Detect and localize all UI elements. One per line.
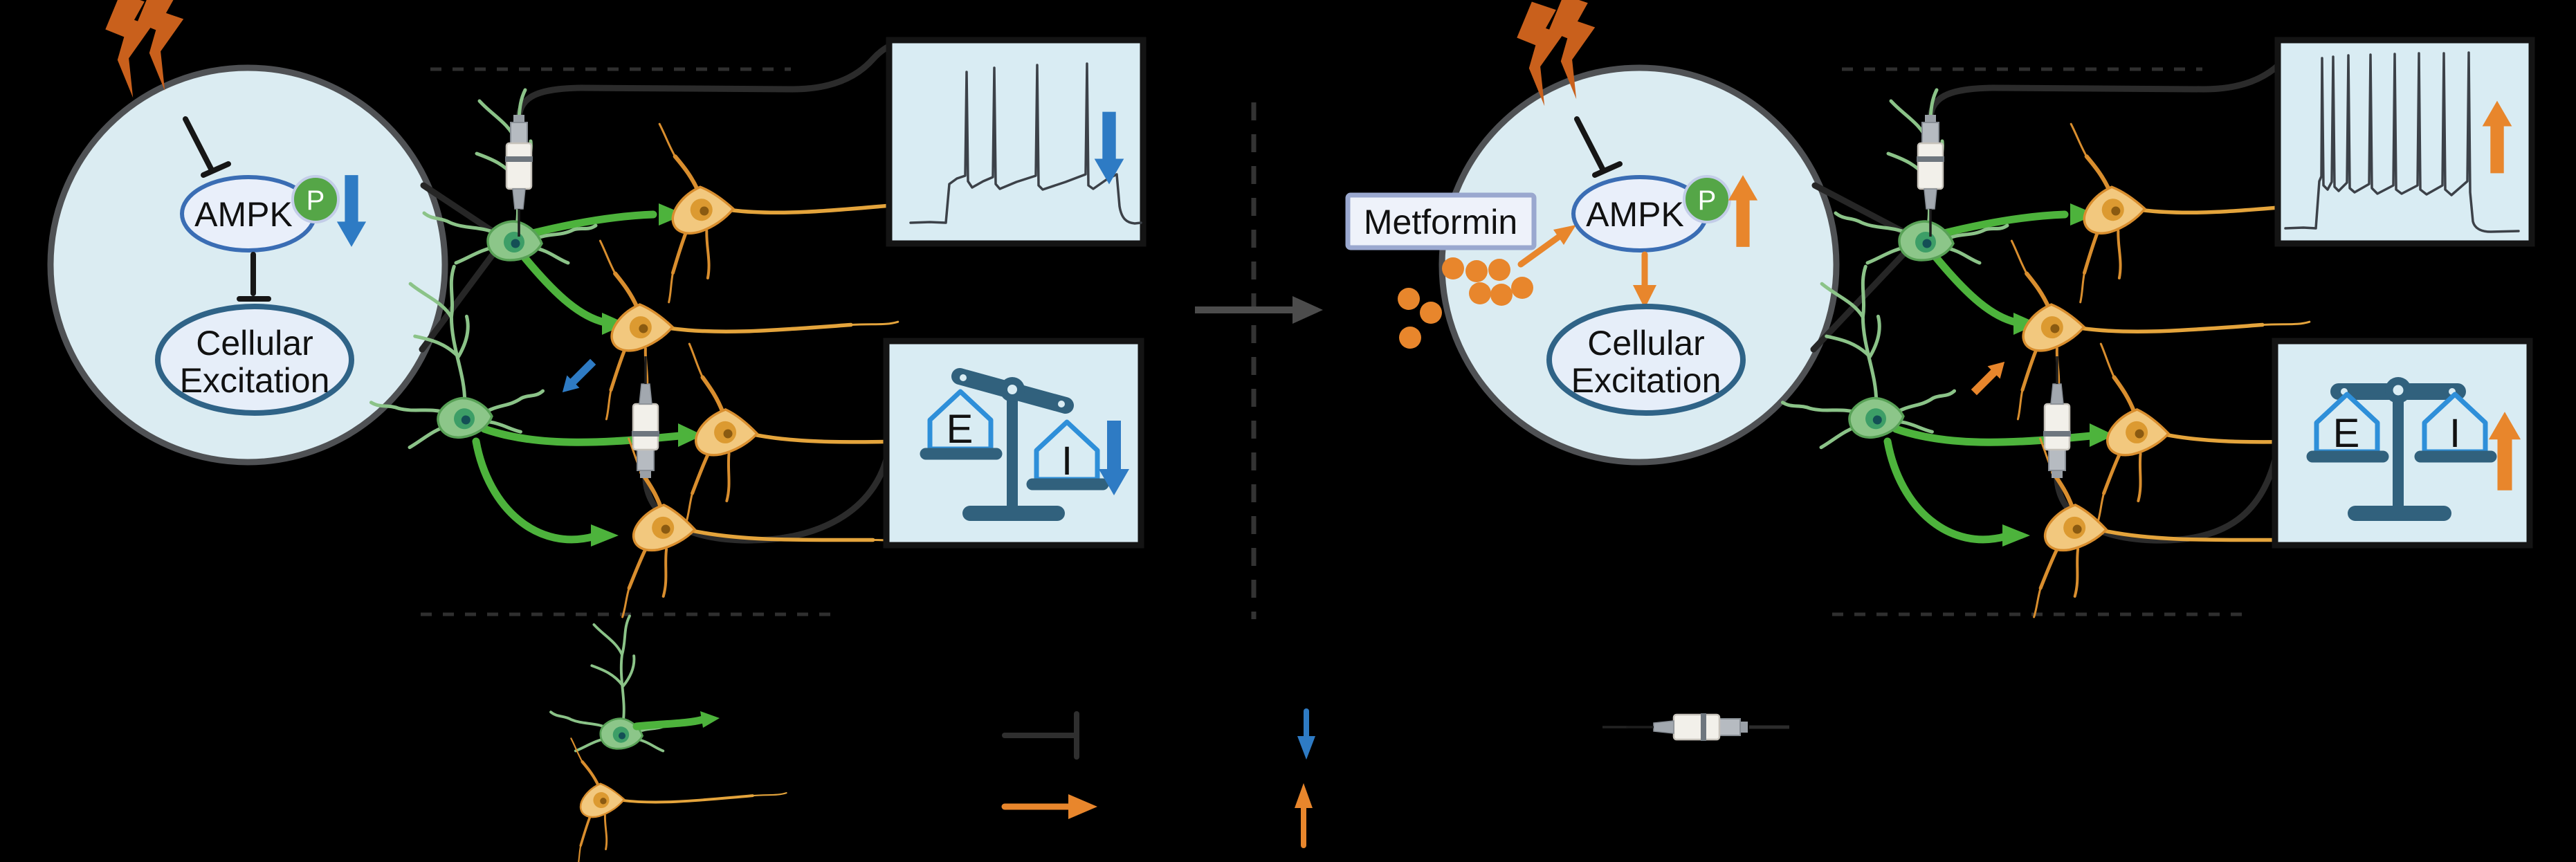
panel-right: Metformin AMPK P Cellular Excitation [1345,0,2535,627]
circuit-left [354,39,985,627]
panel-left: AMPK P Cellular Excitation [47,0,1147,627]
synapse-terminal [2090,423,2114,447]
inhibition-tbar-stress-to-ampk [183,116,231,178]
cell-signaling-inset-left: AMPK P Cellular Excitation [47,0,448,466]
balance-pivot-hole [1007,385,1017,394]
inhibitory-axon [520,253,609,327]
increased-inhibition-arrow-icon [1967,355,2011,399]
legend-pyramidal-icon [571,727,789,862]
synapse-terminal [602,313,627,335]
beam-hole [1058,401,1065,407]
magnifier-callout-line [419,246,500,353]
beam-hole [960,374,967,381]
patch-electrode [1915,113,1946,238]
balance-box-right: E I [2272,338,2533,549]
phospho-badge [291,175,340,223]
trace-box-frame [886,37,1147,247]
inhibition-tbar-ampk-to-excitation [237,252,271,302]
synapse-terminal [659,203,685,226]
activation-arrow-metformin-to-ampk [1517,225,1576,268]
inhibition-letter: I [1061,439,1072,484]
inhibition-tbar-stress-to-ampk [1574,116,1623,178]
excitation-letter: E [947,407,974,452]
synapse-terminal [2070,203,2097,226]
cellular-excitation-line2: Excitation [1571,361,1721,400]
cellular-excitation-node [1546,304,1746,416]
firing-trace [2284,51,2520,233]
transition-divider [1195,102,1323,619]
magnifier-callout-line [1811,182,1915,239]
patch-electrode [504,113,534,238]
cellular-excitation-line1: Cellular [196,324,313,363]
magnifier-callout-line [420,182,503,239]
pyramidal-neuron [623,439,924,627]
legend-increase-arrow-icon [1295,783,1313,848]
recording-cable [1927,39,2312,128]
phospho-label: P [307,185,325,216]
legend-activation-arrow-icon [1001,794,1097,819]
recording-cable [515,39,900,128]
legend-interneuron-icon [549,614,720,753]
synapse-terminal [2013,313,2038,335]
legend-electrode-icon [1602,712,1789,742]
cell-signaling-inset-right: Metformin AMPK P Cellular Excitation [1345,0,1840,466]
trace-box-right [2274,37,2535,247]
cellular-excitation-line1: Cellular [1587,324,1705,363]
transition-arrow-head [1292,296,1323,324]
cellular-excitation-node [155,304,354,416]
metformin-label: Metformin [1364,203,1517,241]
firing-trace [909,62,1142,225]
activation-arrow-ampk-to-excitation [1633,251,1656,309]
inhibitory-axon [1883,437,2011,544]
reduced-inhibition-arrow-icon [556,355,600,399]
metformin-molecules [1398,257,1533,349]
legend-decrease-arrow-icon [1297,708,1315,760]
synapse-terminal [2002,524,2030,547]
phospho-label: P [1698,185,1717,216]
balance-box-left: E I [883,338,1144,549]
inhibition-letter: I [2449,411,2460,456]
cellular-excitation-line2: Excitation [180,361,330,400]
inhibitory-axon [526,210,657,238]
magnifier-callout-line [1810,246,1912,353]
ampk-label: AMPK [194,195,293,234]
inhibitory-axon [1932,253,2020,327]
trace-box-frame [2274,37,2535,247]
legend [549,614,1789,862]
metformin-box [1345,192,1537,250]
inhibitory-axon [472,437,599,544]
synapse-terminal [591,524,619,547]
legend-inhibition-tbar-icon [1002,711,1079,760]
inhibitory-axon [1937,210,2069,238]
synapse-terminal [678,423,703,447]
trace-box-left [886,37,1147,247]
ampk-label: AMPK [1586,195,1684,234]
recording-cable [2054,448,2281,544]
excitation-letter: E [2333,411,2360,456]
balance-pivot-hole [2393,385,2404,396]
